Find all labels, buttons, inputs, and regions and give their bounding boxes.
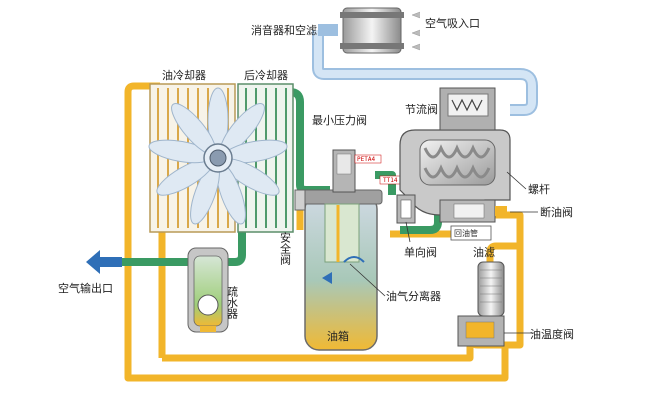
label-oil-return-pipe: 回油管	[454, 228, 478, 238]
air-inlet-pipe	[312, 24, 538, 116]
oil-filter	[477, 261, 505, 317]
label-oil-gas-separator: 油气分离器	[386, 289, 441, 303]
muffler-filter	[340, 7, 421, 54]
label-safety-valve: 安全阀	[279, 231, 292, 266]
label-oil-temp-valve: 油温度阀	[530, 327, 574, 341]
label-screw: 螺杆	[528, 182, 550, 196]
drain-trap	[187, 247, 229, 333]
oil-cutoff-valve	[439, 199, 507, 223]
label-after-cooler: 后冷却器	[244, 69, 288, 82]
label-oil-tank: 油箱	[327, 329, 349, 343]
tag-right: TT14	[383, 177, 398, 184]
safety-valve	[294, 189, 306, 211]
label-oil-cooler: 油冷却器	[162, 68, 206, 82]
label-oil-cutoff-valve: 断油阀	[540, 205, 573, 219]
label-oil-filter: 油滤	[473, 245, 495, 259]
leader-lines	[349, 171, 538, 334]
label-drain-trap: 疏水器	[226, 285, 239, 320]
screw-compressor	[399, 87, 511, 216]
check-valve	[396, 194, 416, 224]
min-pressure-valve	[332, 149, 401, 193]
air-outlet-arrow	[86, 250, 122, 274]
oil-tank	[299, 189, 383, 351]
label-air-inlet: 空气吸入口	[425, 16, 480, 30]
label-air-outlet: 空气输出口	[58, 281, 113, 295]
cooling-fan	[148, 87, 288, 225]
label-min-pressure-valve: 最小压力阀	[312, 113, 367, 127]
oil-temp-valve	[457, 315, 505, 347]
label-check-valve: 单向阀	[404, 245, 437, 259]
label-muffler-filter: 消音器和空滤	[251, 23, 317, 37]
label-throttle-valve: 节流阀	[405, 102, 438, 116]
oil-return-pipe-box	[450, 225, 492, 241]
tag-left: PETA4	[357, 156, 375, 163]
